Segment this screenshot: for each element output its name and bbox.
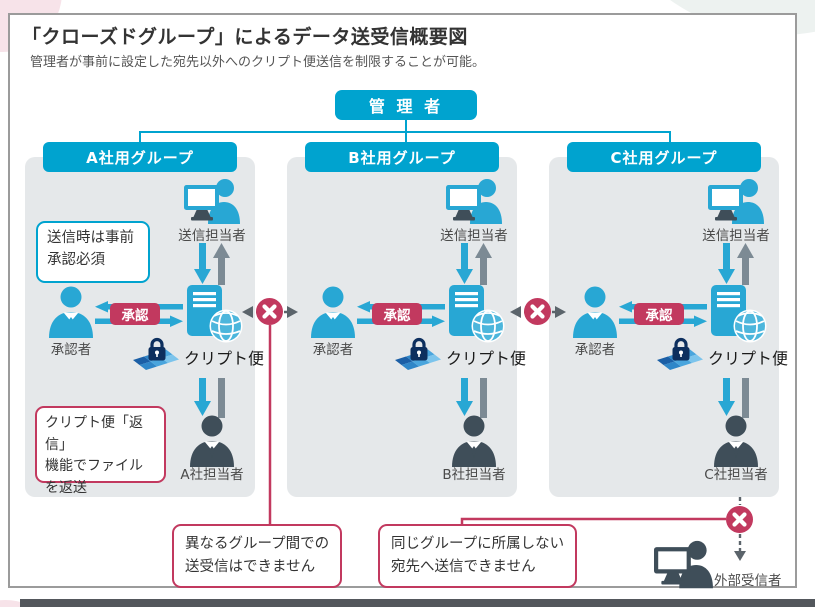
page-subtitle: 管理者が事前に設定した宛先以外へのクリプト便送信を制限することが可能。: [30, 55, 486, 70]
note-cross-group: 異なるグループ間での 送受信はできません: [172, 524, 343, 589]
recipient-person-icon: [449, 415, 499, 467]
deliver-arrows-icon: [718, 378, 754, 418]
sender-label: 送信担当者: [440, 228, 508, 244]
recipient-label: B社担当者: [442, 467, 506, 483]
kuripto-lock-icon: [655, 337, 705, 377]
approver-label: 承認者: [574, 342, 616, 358]
sender-computer-icon: [708, 178, 764, 224]
server-globe-icon: [705, 284, 768, 344]
send-return-arrows-icon: [456, 243, 492, 285]
bottom-divider: [20, 599, 815, 607]
note-line: 異なるグループ間での: [185, 536, 330, 552]
approver-person-icon: [309, 286, 357, 338]
approval-badge: 承認: [110, 303, 160, 325]
recipient-label: C社担当者: [704, 467, 768, 483]
recipient-person-icon: [187, 415, 237, 467]
external-recipient-label: 外部受信者: [714, 573, 782, 589]
note-line: 送受信はできません: [185, 559, 316, 576]
group-panel-b: B社用グループ 送信担当者 承認者 承認 クリプト便 B社担当者: [287, 142, 526, 497]
approver-person-icon: [571, 286, 619, 338]
external-recipient-computer-icon: [654, 537, 714, 591]
send-return-arrows-icon: [194, 243, 230, 285]
prohibited-icon: [726, 506, 753, 533]
prohibited-icon: [524, 298, 551, 325]
deliver-arrows-icon: [456, 378, 492, 418]
sender-computer-icon: [446, 178, 502, 224]
prohibited-icon: [256, 298, 283, 325]
recipient-person-icon: [711, 415, 761, 467]
server-globe-icon: [443, 284, 506, 344]
service-row: クリプト便: [655, 337, 789, 377]
kuripto-lock-icon: [131, 337, 181, 377]
approval-badge: 承認: [634, 303, 684, 325]
kuripto-lock-icon: [393, 337, 443, 377]
approver-person-icon: [47, 286, 95, 338]
note-line: を返送: [45, 480, 87, 497]
group-panel-c: C社用グループ 送信担当者 承認者 承認 クリプト便 C社担当者: [549, 142, 788, 497]
page-title: 「クローズドグループ」によるデータ送受信概要図: [22, 26, 468, 48]
service-label: クリプト便: [708, 349, 789, 368]
send-return-arrows-icon: [718, 243, 754, 285]
approver-label: 承認者: [50, 342, 92, 358]
service-label: クリプト便: [184, 349, 265, 368]
approver-label: 承認者: [312, 342, 354, 358]
note-pre-approval: 送信時は事前 承認必須: [36, 221, 150, 283]
admin-box: 管 理 者: [335, 90, 477, 120]
sender-label: 送信担当者: [178, 228, 246, 244]
server-globe-icon: [181, 284, 244, 344]
recipient-label: A社担当者: [180, 467, 244, 483]
note-line: 送信時は事前: [47, 230, 134, 246]
service-row: クリプト便: [393, 337, 527, 377]
note-line: 宛先へ送信できません: [391, 559, 536, 576]
note-line: 機能でファイル: [45, 458, 143, 475]
note-reply-function: クリプト便「返信」 機能でファイル を返送: [35, 406, 166, 496]
group-header-c: C社用グループ: [567, 142, 761, 172]
note-outside-group: 同じグループに所属しない 宛先へ送信できません: [378, 524, 578, 589]
service-label: クリプト便: [446, 349, 527, 368]
note-line: 同じグループに所属しない: [391, 536, 565, 552]
deliver-arrows-icon: [194, 378, 230, 418]
group-header-b: B社用グループ: [305, 142, 499, 172]
service-row: クリプト便: [131, 337, 265, 377]
sender-computer-icon: [184, 178, 240, 224]
note-line: 承認必須: [47, 251, 105, 268]
sender-label: 送信担当者: [702, 228, 770, 244]
note-line: クリプト便「返信」: [45, 415, 143, 453]
group-header-a: A社用グループ: [43, 142, 237, 172]
approval-badge: 承認: [372, 303, 422, 325]
